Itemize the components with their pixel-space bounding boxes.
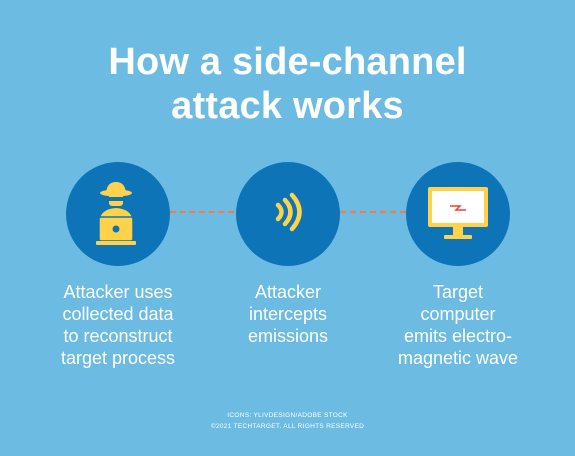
computer-monitor-icon bbox=[428, 187, 488, 239]
step-1-line-4: target process bbox=[60, 348, 176, 368]
step-2-label: Attacker intercepts emissions bbox=[198, 281, 378, 347]
hacker-laptop-icon bbox=[96, 182, 136, 245]
step-1-circle bbox=[66, 162, 170, 266]
step-2-line-3: emissions bbox=[247, 326, 329, 346]
step-2-line-1: Attacker bbox=[254, 282, 322, 302]
step-3-line-2: computer bbox=[420, 304, 496, 324]
step-3-circle bbox=[406, 162, 510, 266]
step-3-line-1: Target bbox=[432, 282, 484, 302]
step-1-line-1: Attacker uses bbox=[63, 282, 173, 302]
image-credits: ICONS: YLIVDESIGN/ADOBE STOCK ©2021 TECH… bbox=[0, 410, 575, 432]
icon-credit: ICONS: YLIVDESIGN/ADOBE STOCK bbox=[227, 412, 348, 419]
signal-waves-icon bbox=[275, 192, 302, 232]
step-1-line-2: collected data bbox=[62, 304, 174, 324]
step-1-label: Attacker uses collected data to reconstr… bbox=[28, 281, 208, 369]
dashed-connector-left bbox=[170, 211, 234, 213]
dashed-connector-right bbox=[340, 211, 406, 213]
page-title: How a side-channel attack works bbox=[0, 40, 575, 128]
copyright-notice: ©2021 TECHTARGET. ALL RIGHTS RESERVED bbox=[210, 423, 365, 430]
title-line-1: How a side-channel bbox=[108, 41, 467, 83]
step-3-label: Target computer emits electro- magnetic … bbox=[368, 281, 548, 369]
step-3-line-4: magnetic wave bbox=[397, 348, 519, 368]
step-3-line-3: emits electro- bbox=[403, 326, 513, 346]
step-2-line-2: intercepts bbox=[248, 304, 328, 324]
title-line-2: attack works bbox=[171, 85, 404, 127]
step-1-line-3: to reconstruct bbox=[63, 326, 173, 346]
step-2-circle bbox=[236, 162, 340, 266]
